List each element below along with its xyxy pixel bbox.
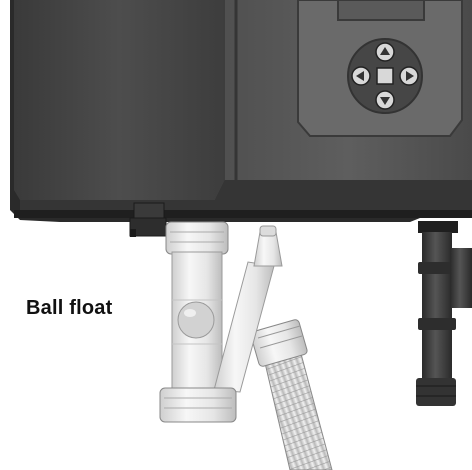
control-panel (297, 0, 463, 137)
down-arrow-button[interactable] (375, 90, 395, 110)
left-panel (14, 0, 225, 200)
mounting-bracket (129, 202, 167, 237)
ball-float (177, 301, 215, 339)
ball-float-trap (159, 221, 283, 423)
center-square-button[interactable] (376, 67, 394, 85)
up-arrow-button[interactable] (375, 42, 395, 62)
left-arrow-button[interactable] (351, 66, 371, 86)
right-arrow-button[interactable] (399, 66, 419, 86)
display-window (337, 0, 425, 21)
ball-float-label: Ball float (26, 297, 113, 319)
drain-hose (250, 319, 333, 470)
drain-pipe (416, 221, 472, 406)
